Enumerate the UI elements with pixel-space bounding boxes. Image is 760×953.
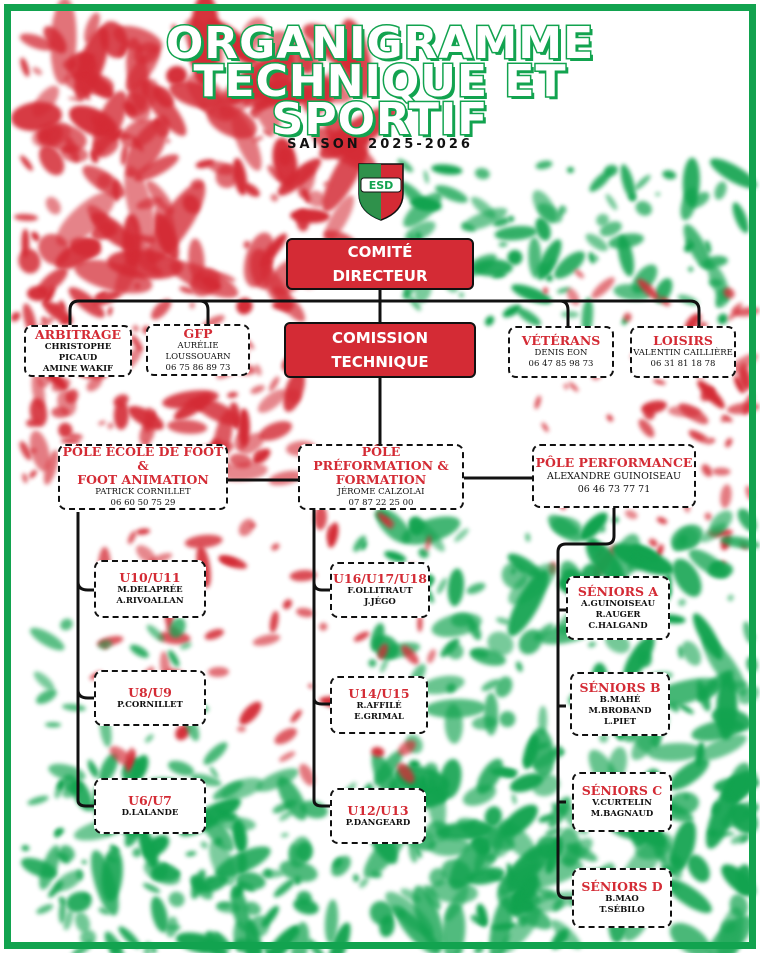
seniors-b-title: SÉNIORS B [579, 679, 661, 695]
gfp-box: GFP AURÉLIE LOUSSOUARN 06 75 86 89 73 [146, 324, 250, 376]
seniors-d-person-2: T.SÉBILO [599, 905, 645, 915]
seniors-c-person-1: V.CURTELIN [592, 798, 652, 808]
u14-person-1: R.AFFILÉ [356, 701, 402, 711]
arbitrage-person-1: CHRISTOPHE PICAUD [44, 341, 112, 363]
u12-title: U12/U13 [347, 802, 409, 818]
pole-performance-box: PÔLE PERFORMANCE ALEXANDRE GUINOISEAU 06… [532, 444, 696, 508]
seniors-b-person-1: B.MAHÉ [599, 694, 641, 705]
pole-performance-title: PÔLE PERFORMANCE [535, 455, 693, 470]
u6-person-1: D.LALANDE [121, 807, 179, 818]
seniors-b-box: SÉNIORS B B.MAHÉ M.BROBAND L.PIET [570, 672, 670, 736]
crest-text: ESD [369, 179, 394, 192]
u10-person-2: A.RIVOALLAN [116, 596, 184, 606]
pole-preformation-box: PÔLE PRÉFORMATION & FORMATION JÉROME CAL… [298, 444, 464, 510]
u10-box: U10/U11 M.DELAPRÉE A.RIVOALLAN [94, 560, 206, 618]
seniors-a-person-1: A.GUINOISEAU [581, 598, 655, 609]
u10-person-1: M.DELAPRÉE [117, 585, 183, 595]
u16-person-2: J.JÉGO [364, 597, 396, 607]
u10-title: U10/U11 [119, 570, 181, 585]
commission-line-2: TECHNIQUE [331, 353, 429, 371]
pole-ecole-box: PÔLE ÉCOLE DE FOOT & FOOT ANIMATION PATR… [58, 444, 228, 510]
arbitrage-person-2: AMINE WAKIF [42, 363, 114, 374]
u16-title: U16/U17/U18 [332, 571, 428, 586]
pole-ecole-title-1: PÔLE ÉCOLE DE FOOT & [62, 444, 224, 473]
seniors-c-title: SÉNIORS C [581, 783, 663, 798]
pole-ecole-phone: 06 60 50 75 29 [110, 498, 176, 508]
u16-box: U16/U17/U18 F.OLLITRAUT J.JÉGO [330, 562, 430, 618]
pole-preformation-title-2: FORMATION [335, 472, 427, 487]
comite-line-1: COMITÉ [347, 243, 413, 261]
commission-line-1: COMISSION [331, 329, 429, 347]
u6-box: U6/U7 D.LALANDE [94, 778, 206, 834]
gfp-title: GFP [183, 325, 213, 341]
u6-title: U6/U7 [128, 792, 172, 808]
seniors-a-box: SÉNIORS A A.GUINOISEAU R.AUGER C.HALGAND [566, 576, 670, 640]
title-line-3: SPORTIF [270, 94, 489, 145]
arbitrage-title: ARBITRAGE [34, 326, 122, 342]
seniors-d-title: SÉNIORS D [581, 879, 663, 894]
season-subtitle: SAISON 2025-2026 [287, 137, 473, 152]
club-crest-icon: ESD [358, 163, 404, 221]
seniors-d-person-1: B.MAO [605, 894, 639, 904]
loisirs-title: LOISIRS [653, 333, 713, 348]
u8-person-1: P.CORNILLET [117, 699, 183, 710]
loisirs-person: VALENTIN CAILLIÈRE [633, 348, 733, 358]
seniors-d-box: SÉNIORS D B.MAO T.SÉBILO [572, 868, 672, 928]
seniors-a-title: SÉNIORS A [577, 583, 659, 599]
comite-directeur-box: COMITÉ DIRECTEUR [286, 238, 474, 290]
title-line-1: ORGANIGRAMME [164, 18, 595, 69]
arbitrage-box: ARBITRAGE CHRISTOPHE PICAUD AMINE WAKIF [24, 325, 132, 377]
u14-box: U14/U15 R.AFFILÉ E.GRIMAL [330, 676, 428, 734]
seniors-b-person-3: L.PIET [603, 716, 637, 727]
seniors-a-person-3: C.HALGAND [588, 620, 648, 631]
loisirs-box: LOISIRS VALENTIN CAILLIÈRE 06 31 81 18 7… [630, 326, 736, 378]
u8-box: U8/U9 P.CORNILLET [94, 670, 206, 726]
seniors-c-box: SÉNIORS C V.CURTELIN M.BAGNAUD [572, 772, 672, 832]
pole-performance-phone: 06 46 73 77 71 [577, 484, 651, 495]
pole-performance-person: ALEXANDRE GUINOISEAU [547, 471, 681, 482]
gfp-phone: 06 75 86 89 73 [165, 362, 231, 373]
veterans-title: VÉTÉRANS [521, 333, 601, 348]
loisirs-phone: 06 31 81 18 78 [650, 359, 716, 369]
pole-preformation-title-1: PÔLE PRÉFORMATION & [313, 444, 449, 473]
comite-line-2: DIRECTEUR [332, 267, 428, 285]
u16-person-1: F.OLLITRAUT [347, 586, 413, 596]
u14-person-2: E.GRIMAL [354, 712, 404, 722]
paint-splatter [166, 925, 181, 930]
gfp-person: AURÉLIE LOUSSOUARN [165, 340, 231, 362]
veterans-person: DENIS EON [534, 348, 588, 358]
seniors-a-person-2: R.AUGER [595, 609, 641, 620]
veterans-phone: 06 47 85 98 73 [528, 359, 594, 369]
seniors-c-person-2: M.BAGNAUD [590, 809, 654, 819]
seniors-b-person-2: M.BROBAND [588, 705, 652, 716]
pole-ecole-person: PATRICK CORNILLET [95, 487, 191, 497]
pole-ecole-title-2: FOOT ANIMATION [77, 472, 209, 487]
u8-title: U8/U9 [128, 684, 172, 700]
paint-splatter [272, 300, 295, 311]
title-line-2: TECHNIQUE ET [192, 56, 567, 107]
pole-preformation-phone: 07 87 22 25 00 [348, 498, 414, 508]
pole-preformation-person: JÉROME CALZOLAI [337, 487, 425, 497]
u14-title: U14/U15 [348, 686, 410, 701]
u12-person-1: P.DANGEARD [345, 817, 411, 828]
u12-box: U12/U13 P.DANGEARD [330, 788, 426, 844]
veterans-box: VÉTÉRANS DENIS EON 06 47 85 98 73 [508, 326, 614, 378]
commission-technique-box: COMISSION TECHNIQUE [284, 322, 476, 378]
